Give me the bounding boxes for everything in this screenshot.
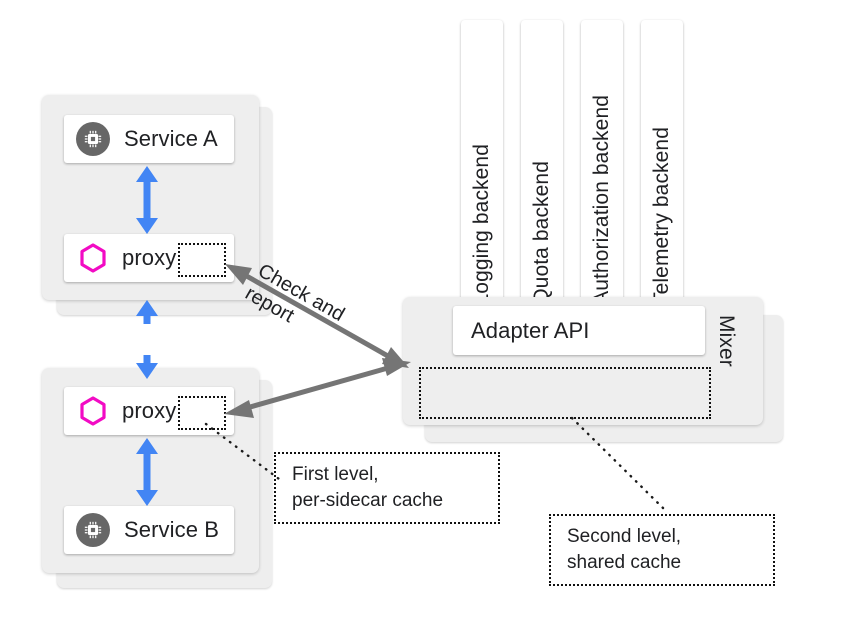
hexagon-icon [80, 396, 106, 426]
backend-column-logging[interactable]: Logging backend [461, 20, 503, 315]
note-second-level[interactable]: Second level, shared cache [549, 514, 775, 586]
mixer-stack: Adapter API Mixer [403, 297, 783, 442]
proxy-b-label: proxy [122, 398, 177, 423]
proxy-service-b-arrow [134, 438, 160, 506]
backend-label-wrap: Telemetry backend [641, 127, 683, 305]
service-b-label: Service B [124, 517, 220, 542]
sidecar-cache-box-b[interactable] [178, 396, 226, 430]
shared-cache-box[interactable] [419, 367, 711, 419]
note-first-level[interactable]: First level, per-sidecar cache [274, 452, 500, 524]
backend-label-quota: Quota backend [530, 161, 553, 305]
backend-label-authorization: Authorization backend [590, 95, 613, 305]
hexagon-icon [80, 243, 106, 273]
chip-icon [76, 122, 110, 156]
backend-label-wrap: Authorization backend [581, 95, 623, 305]
backend-label-wrap: Logging backend [461, 144, 503, 305]
adapter-api-label: Adapter API [471, 317, 590, 343]
backend-column-quota[interactable]: Quota backend [521, 20, 563, 315]
pod-b-upper-arrow-stub [134, 355, 160, 381]
adapter-api-card[interactable]: Adapter API [453, 306, 705, 355]
backend-label-telemetry: Telemetry backend [650, 127, 673, 305]
chip-icon [76, 513, 110, 547]
service-a-card[interactable]: Service A [64, 115, 234, 163]
backend-column-authorization[interactable]: Authorization backend [581, 20, 623, 315]
pod-a-lower-arrow-stub [134, 298, 160, 324]
proxy-card-b[interactable]: proxy [64, 387, 234, 435]
note-first-level-text: First level, per-sidecar cache [292, 464, 444, 511]
service-a-proxy-arrow [134, 166, 160, 234]
service-b-card[interactable]: Service B [64, 506, 234, 554]
pod-a: Service A proxy [42, 95, 272, 315]
sidecar-cache-box-a[interactable] [178, 243, 226, 277]
proxy-a-label: proxy [122, 245, 177, 270]
note-second-level-text: Second level, shared cache [567, 526, 682, 573]
backend-column-telemetry[interactable]: Telemetry backend [641, 20, 683, 315]
pod-b: proxy [42, 368, 272, 590]
check-and-report-label: Check and report [241, 259, 349, 328]
service-a-label: Service A [124, 126, 218, 151]
backend-label-logging: Logging backend [470, 143, 493, 305]
backend-label-wrap: Quota backend [521, 161, 563, 305]
proxy-card-a[interactable]: proxy [64, 234, 234, 282]
mixer-label: Mixer [715, 315, 738, 367]
